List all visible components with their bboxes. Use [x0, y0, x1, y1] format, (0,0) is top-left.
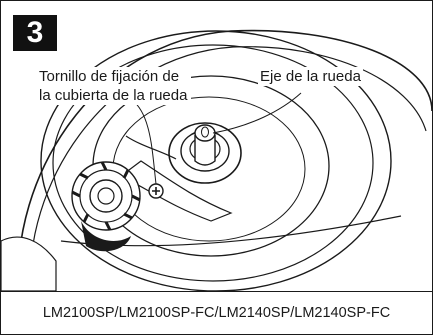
axle-hole [201, 126, 209, 138]
wheel-ring-2 [52, 44, 374, 282]
axle-shaft [194, 135, 216, 166]
caption-divider [1, 291, 432, 292]
gear [71, 161, 141, 231]
housing-lower [60, 215, 402, 247]
drive-arm-2 [125, 135, 177, 160]
wheel-ring-1 [40, 30, 392, 291]
cover-screw [148, 183, 164, 199]
housing-left [1, 236, 57, 291]
wheel-outer-arc [17, 29, 432, 291]
wheel-outer-arc-2 [29, 46, 427, 291]
wheel-axle-label: Eje de la rueda [258, 67, 363, 86]
axle-leader-line [212, 92, 302, 134]
step-number-badge: 3 [13, 15, 57, 51]
wheel-assembly-illustration [1, 29, 432, 291]
model-caption: LM2100SP/LM2100SP-FC/LM2140SP/LM2140SP-F… [42, 305, 391, 321]
wheel-cover-screw-label: Tornillo de fijación de la cubierta de l… [37, 67, 191, 105]
